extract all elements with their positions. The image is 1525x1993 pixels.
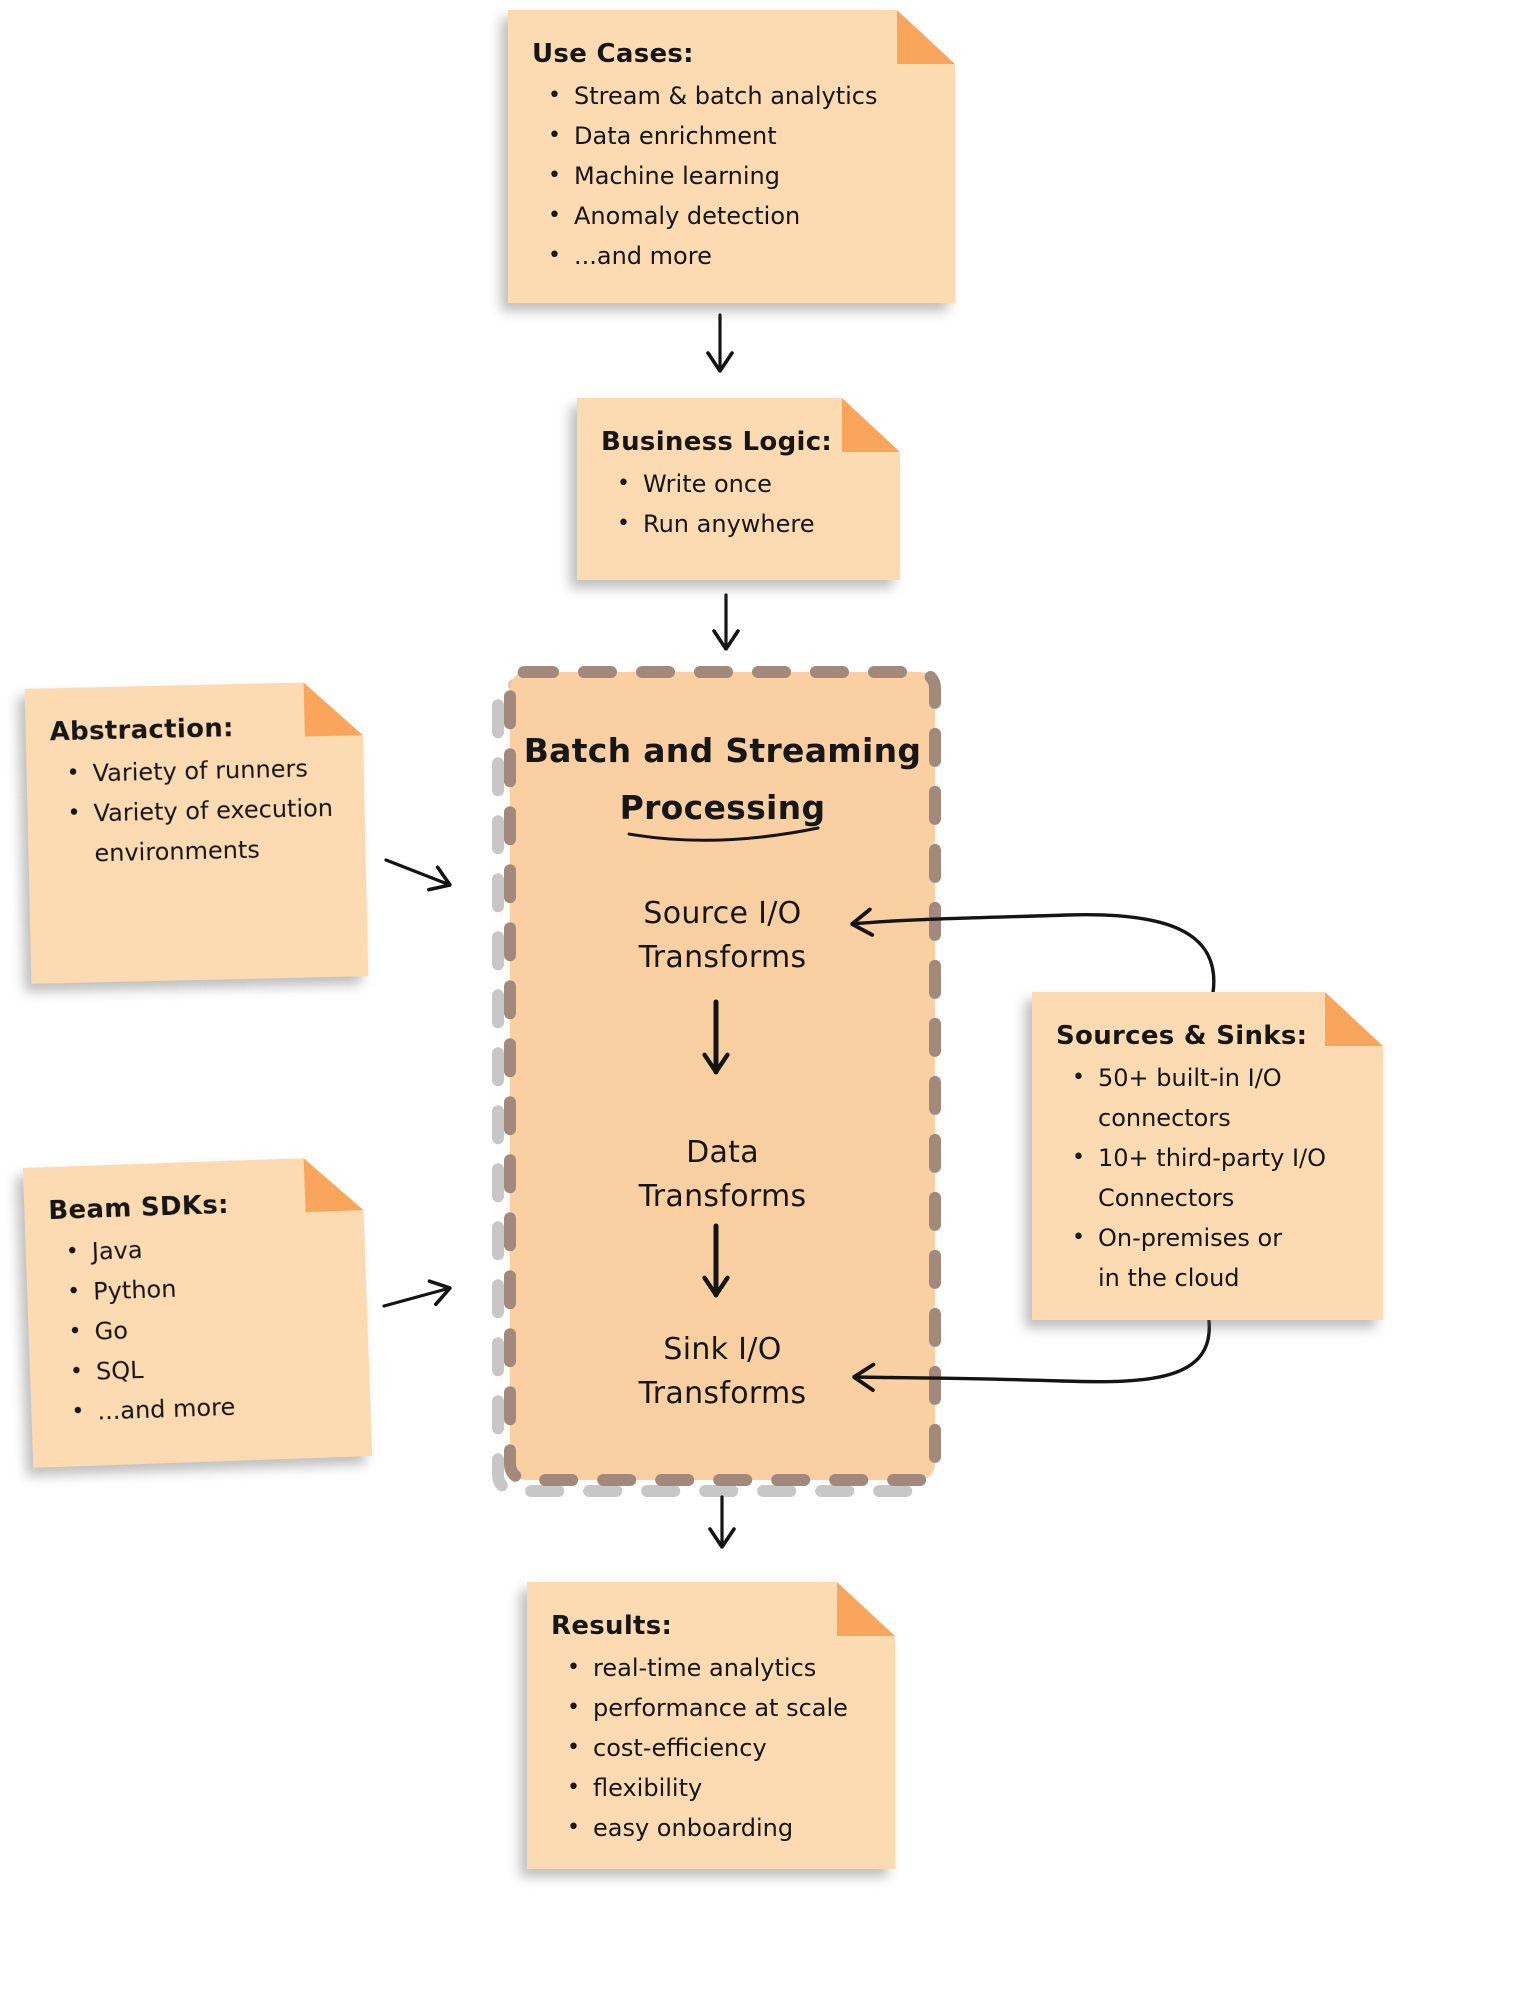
note-list: real-time analytics performance at scale… — [551, 1648, 877, 1848]
list-item: performance at scale — [551, 1688, 877, 1728]
sticky-note-use-cases: Use Cases: Stream & batch analytics Data… — [508, 10, 955, 303]
list-item: ...and more — [532, 236, 937, 276]
list-item: 10+ third-party I/O Connectors — [1056, 1138, 1365, 1218]
list-item: Run anywhere — [601, 504, 882, 544]
note-title: Sources & Sinks: — [1056, 1021, 1308, 1051]
step-label-line1: Sink I/O — [663, 1332, 782, 1367]
step-label-line2: Transforms — [638, 1376, 807, 1411]
arrow-beamsdks-to-processbox — [382, 1288, 450, 1308]
step-source-io-transforms: Source I/O Transforms — [510, 892, 935, 980]
note-list: Write once Run anywhere — [601, 464, 882, 544]
note-title: Results: — [551, 1611, 673, 1641]
step-label-line2: Transforms — [638, 1179, 807, 1214]
sticky-note-abstraction: Abstraction: Variety of runners Variety … — [25, 681, 369, 984]
arrow-abstraction-to-processbox — [384, 858, 450, 885]
process-box-title: Batch and Streaming Processing — [510, 722, 935, 836]
list-item: Anomaly detection — [532, 196, 937, 236]
note-list: Java Python Go SQL ...and more — [49, 1223, 353, 1433]
list-item: easy onboarding — [551, 1808, 877, 1848]
step-sink-io-transforms: Sink I/O Transforms — [510, 1328, 935, 1416]
list-item: Write once — [601, 464, 882, 504]
arrow-sources-to-source-io — [852, 915, 1216, 995]
list-item: Variety of runners — [50, 748, 346, 795]
note-list: Variety of runners Variety of execution … — [50, 748, 348, 875]
list-item: Variety of execution environments — [51, 788, 348, 875]
note-list: 50+ built-in I/O connectors 10+ third-pa… — [1056, 1058, 1365, 1298]
list-item: Machine learning — [532, 156, 937, 196]
list-item: cost-efficiency — [551, 1728, 877, 1768]
step-label-line2: Transforms — [638, 940, 807, 975]
list-item: Stream & batch analytics — [532, 76, 937, 116]
list-item: real-time analytics — [551, 1648, 877, 1688]
sticky-note-results: Results: real-time analytics performance… — [527, 1582, 895, 1869]
sticky-note-beam-sdks: Beam SDKs: Java Python Go SQL ...and mor… — [23, 1156, 372, 1468]
step-label-line1: Source I/O — [643, 896, 802, 931]
note-title: Business Logic: — [601, 427, 833, 457]
step-label-line1: Data — [686, 1135, 759, 1170]
process-box-title-line2: Processing — [619, 788, 826, 827]
note-title: Use Cases: — [532, 39, 694, 69]
list-item: Data enrichment — [532, 116, 937, 156]
step-data-transforms: Data Transforms — [510, 1131, 935, 1219]
list-item: On-premises or in the cloud — [1056, 1218, 1365, 1298]
process-box-outline — [504, 666, 941, 1486]
note-title: Abstraction: — [49, 713, 235, 748]
note-list: Stream & batch analytics Data enrichment… — [532, 76, 937, 276]
sticky-note-business-logic: Business Logic: Write once Run anywhere — [577, 398, 900, 580]
arrow-sinks-to-sink-io — [854, 1319, 1211, 1382]
list-item: flexibility — [551, 1768, 877, 1808]
title-underline — [627, 826, 820, 842]
process-box-title-line1: Batch and Streaming — [523, 731, 922, 770]
sticky-note-sources-sinks: Sources & Sinks: 50+ built-in I/O connec… — [1032, 992, 1383, 1320]
list-item: 50+ built-in I/O connectors — [1056, 1058, 1365, 1138]
